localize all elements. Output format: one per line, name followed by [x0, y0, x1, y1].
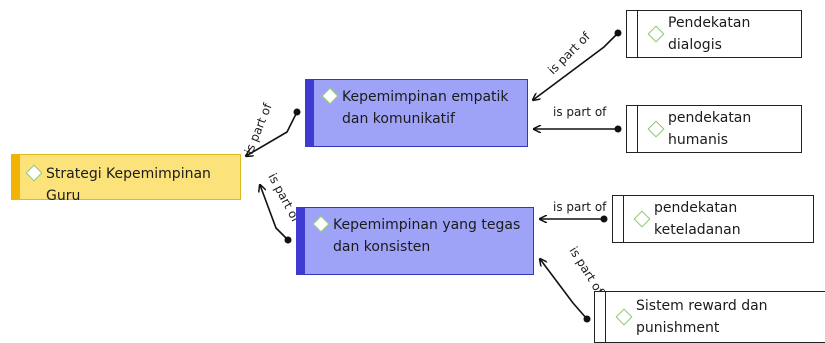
edge-mid1-to-root: is part of	[242, 101, 301, 156]
edge-leaf2-to-mid1: is part of	[534, 105, 622, 133]
node-leaf1-label: Pendekatan dialogis	[668, 15, 751, 53]
diamond-icon	[312, 215, 330, 233]
diamond-icon	[321, 87, 339, 105]
edge-leaf1-to-mid1: is part of	[533, 29, 622, 100]
edge-label-e5: is part of	[553, 200, 607, 214]
node-leaf4[interactable]: Sistem reward dan punishment	[594, 291, 825, 343]
node-mid1[interactable]: Kepemimpinan empatik dan komunikatif	[305, 79, 528, 147]
leaf-divider	[605, 292, 606, 342]
edge-leaf3-to-mid2: is part of	[540, 200, 608, 223]
leaf-divider	[637, 11, 638, 57]
diamond-icon	[615, 308, 633, 326]
node-leaf2-label: pendekatan humanis	[668, 110, 752, 148]
node-leaf1[interactable]: Pendekatan dialogis	[626, 10, 802, 58]
edge-label-e3: is part of	[545, 29, 593, 77]
node-root-label: Strategi Kepemimpinan Guru	[46, 166, 211, 204]
node-mid2[interactable]: Kepemimpinan yang tegas dan konsisten	[296, 207, 534, 275]
diamond-icon	[25, 164, 43, 182]
node-leaf3[interactable]: pendekatan keteladanan	[612, 195, 814, 243]
diamond-icon	[647, 25, 665, 43]
node-mid1-label: Kepemimpinan empatik dan komunikatif	[342, 89, 509, 127]
edge-label-e4: is part of	[553, 105, 607, 119]
edge-label-e6: is part of	[566, 244, 607, 297]
node-leaf4-label: Sistem reward dan punishment	[636, 298, 768, 336]
node-root[interactable]: Strategi Kepemimpinan Guru	[11, 154, 241, 204]
node-mid2-label: Kepemimpinan yang tegas dan konsisten	[333, 217, 521, 255]
diamond-icon	[647, 120, 665, 138]
node-leaf3-label: pendekatan keteladanan	[654, 200, 741, 238]
leaf-divider	[637, 106, 638, 152]
node-leaf2[interactable]: pendekatan humanis	[626, 105, 802, 153]
diamond-icon	[633, 210, 651, 228]
leaf-divider	[623, 196, 624, 242]
